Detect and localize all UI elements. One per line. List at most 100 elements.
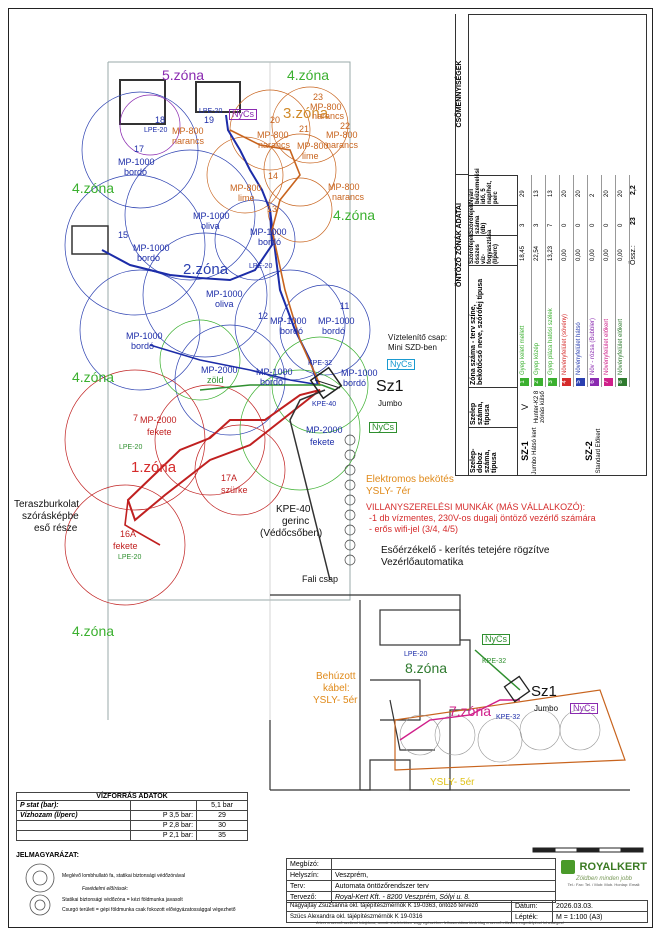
valve-box-sz2-desc: Standard Előkert [596,428,602,474]
electrical-works-item-2: - erős wifi-jel (3/4, 4/5) [369,524,459,534]
zone-row-number: 1 [520,378,529,386]
valve-type-v: V [520,404,530,411]
zone-row-name: Növényfelület (sövény) [562,313,568,375]
sprinkler-orange-b: MP-800 [257,130,289,140]
pipe-lpe20-b: LPE-20 [199,108,223,115]
zone-5-label: 5.zóna [162,67,205,83]
sprinkler-blue-a: MP-1000 [118,157,155,167]
kpe40-label: KPE-40 [276,504,311,515]
sprinkler-blue-j-color: bordó [343,378,367,388]
sprinkler-blue-f: MP-1000 [270,316,307,326]
zone-row-number: 3 [548,378,557,386]
nycs-tag-2: NyCs [387,359,415,371]
zone-row-name: Gyep közép [534,342,540,375]
sprinkler-num-15: 15 [118,230,129,240]
pipe-kpe32-a: KPE-32 [308,360,333,367]
sprinkler-num-7: 7 [133,413,139,423]
col-valve-box: Szelep-doboz száma, típusa [468,427,518,475]
logo-tree-icon [561,859,576,874]
pipe-lpe20-c: LPE-20 [119,444,143,451]
plan-value: Automata öntözőrendszer terv [331,880,556,892]
sprinkler-orange-a-color: narancs [172,136,205,146]
sprinkler-num-17: 17 [134,144,145,154]
sprinkler-blue-c-color: bordó [258,237,282,247]
nycs-tag-3: NyCs [369,422,397,434]
zone-4-label-right: 4.zóna [333,207,376,223]
client-label: Megbízó: [286,858,332,870]
sprinkler-num-18: 18 [155,115,166,125]
nycs-tag-4: NyCs [482,634,510,646]
zone-row-count: 3 [534,223,540,227]
sprinkler-blue-d: MP-1000 [133,243,170,253]
col-valve: Szelep száma, típusa [468,387,518,427]
valve-box-sz1-desc: Jumbo Hátsó kert [532,427,538,475]
valve-box-sz1-front: Sz1 [531,683,557,700]
cable-note-3: YSLY- 5ér [313,695,358,706]
total-runtime: 2,2 [630,185,637,195]
electrical-works-title: VILLANYSZERELÉSI MUNKÁK (MÁS VÁLLALKOZÓ)… [366,502,586,512]
pressure-row-1: P 3,5 bar: [130,810,198,821]
sprinkler-num-13: 13 [267,204,278,214]
sprinkler-17a: 17A [221,473,238,483]
shed-2 [195,81,241,113]
zone-row-count: 0 [604,223,610,227]
legend-item-safety: Statikai biztonsági védőzóna = kézi föld… [62,897,183,903]
zone-row-runtime: 13 [548,190,554,197]
sprinkler-num-22: 22 [340,121,351,131]
pressure-row-2: P 2,8 bar: [130,820,198,831]
zone-row-name: Gyep keleti mellett [520,325,526,375]
sprinkler-blue-g: MP-1000 [318,316,355,326]
location-label: Helyszín: [286,869,332,881]
zone-row-count: 7 [548,223,554,227]
client-value [331,858,556,870]
drawing-sheet [8,8,653,928]
flow-row-3: 35 [196,830,248,841]
date-label: Dátum: [511,900,553,912]
electrical-works-item-1: -1 db vízmentes, 230V-os dugalj öntöző v… [369,513,596,523]
static-pressure-label: P stat (bar): [15,800,132,811]
sprinkler-23-color: narancs [312,111,345,121]
date-value: 2026.03.03. [552,900,648,912]
zone-4-label-top: 4.zóna [287,67,330,83]
sprinkler-blue-i-color: bordó [260,377,284,387]
zone-row-name: Növényfelület előkert [604,318,610,375]
zone-row-consumption: 0,00 [590,249,596,261]
sprinkler-orange-b-color: narancs [258,140,291,150]
zone-row-consumption: 18,45 [520,245,526,261]
logo-text: ROYALKERT [579,860,647,873]
water-source-table: VÍZFORRÁS ADATOK P stat (bar):5,1 bar Ví… [15,792,248,841]
valve-box-sz1-label: Sz1 [376,378,404,395]
zone-row-runtime: 20 [618,190,624,197]
sprinkler-orange-f: MP-800 [328,182,360,192]
wall-tap-label: Fali csap [302,574,339,584]
zone-row-consumption: 22,54 [534,245,540,261]
cable-note-front: YSLY- 5ér [430,777,475,788]
zone-3-label: 3.zóna [283,105,329,122]
sprinkler-orange-c: MP-800 [326,130,358,140]
sprinkler-blue-h: MP-1000 [126,331,163,341]
sprinkler-blue-c: MP-1000 [250,227,287,237]
controller-label: Vezérlőautomatika [381,557,464,568]
pipe-kpe32-c: KPE-32 [496,714,521,721]
sprinkler-blue-b-color: oliva [201,221,220,231]
zone-row-number: 8 [618,378,627,386]
zone-row-name: Növ - rózsa (Bubbler) [590,317,596,375]
sprinkler-blue-f-color: bordó [280,326,304,336]
static-pressure-value: 5,1 bar [196,800,248,811]
designer-person-1: Nagyajtay Zsuzsanna okl. tájépítészmérnö… [286,900,512,912]
zone-row-consumption: 0,00 [618,249,624,261]
pipe-kpe20: LPE-20 [249,263,273,270]
lot-boundary [107,61,351,601]
controller-type: Hunter-K2 8 zónás külső [534,390,546,424]
zone-row-runtime: 20 [604,190,610,197]
sprinkler-17a-color: szürke [221,485,248,495]
terrace-note-2: szórásképbe [22,511,79,522]
valve-box-sz1-front-type: Jumbo [534,704,559,713]
pipe-lpe20-e: LPE-20 [404,651,428,658]
location-value: Veszprém, [331,869,556,881]
flow-rate-label: Vízhozam (l/perc) [15,810,132,821]
